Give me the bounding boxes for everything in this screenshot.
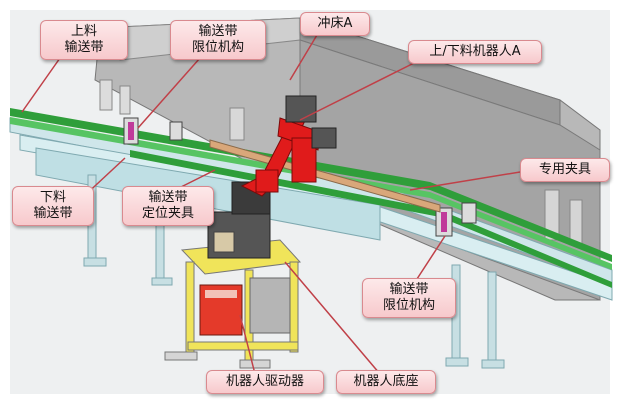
callout-fixture-line1: 专用夹具 — [538, 162, 591, 177]
callout-locating-clamp-line2: 定位夹具 — [141, 206, 194, 221]
callout-robot-driver-line1: 机器人驱动器 — [225, 374, 304, 389]
callout-locating-clamp-line1: 输送带 — [148, 190, 188, 205]
callout-limit-top: 输送带 限位机构 — [170, 20, 266, 60]
fixture-bar — [209, 139, 441, 213]
callout-fixture: 专用夹具 — [520, 158, 610, 182]
limit-mechanism-bottom — [435, 202, 477, 237]
callout-lower-conveyor-line2: 输送带 — [33, 206, 73, 221]
callout-limit-bottom-line1: 输送带 — [389, 282, 429, 297]
callout-upper-conveyor-line1: 上料 — [70, 24, 97, 39]
callout-upper-conveyor-line2: 输送带 — [64, 40, 104, 55]
callout-limit-bottom-line2: 限位机构 — [382, 298, 435, 313]
callout-robot-base-line1: 机器人底座 — [353, 374, 419, 389]
callout-press-line1: 冲床A — [317, 16, 353, 31]
callout-robot-driver: 机器人驱动器 — [206, 370, 324, 394]
callout-press: 冲床A — [300, 12, 370, 36]
callout-locating-clamp: 输送带 定位夹具 — [122, 186, 214, 226]
callout-lower-conveyor-line1: 下料 — [39, 190, 66, 205]
callout-robot: 上/下料机器人A — [408, 40, 542, 64]
conveyor-belts — [10, 108, 612, 288]
callout-upper-conveyor: 上料 输送带 — [40, 20, 128, 60]
callout-robot-base: 机器人底座 — [336, 370, 436, 394]
callout-limit-top-line2: 限位机构 — [191, 40, 244, 55]
callout-lower-conveyor: 下料 输送带 — [12, 186, 94, 226]
callout-robot-line1: 上/下料机器人A — [429, 44, 521, 59]
robot-arm — [207, 95, 337, 259]
callout-limit-top-line1: 输送带 — [198, 24, 238, 39]
callout-limit-bottom: 输送带 限位机构 — [362, 278, 456, 318]
limit-mechanism-top — [123, 117, 183, 145]
